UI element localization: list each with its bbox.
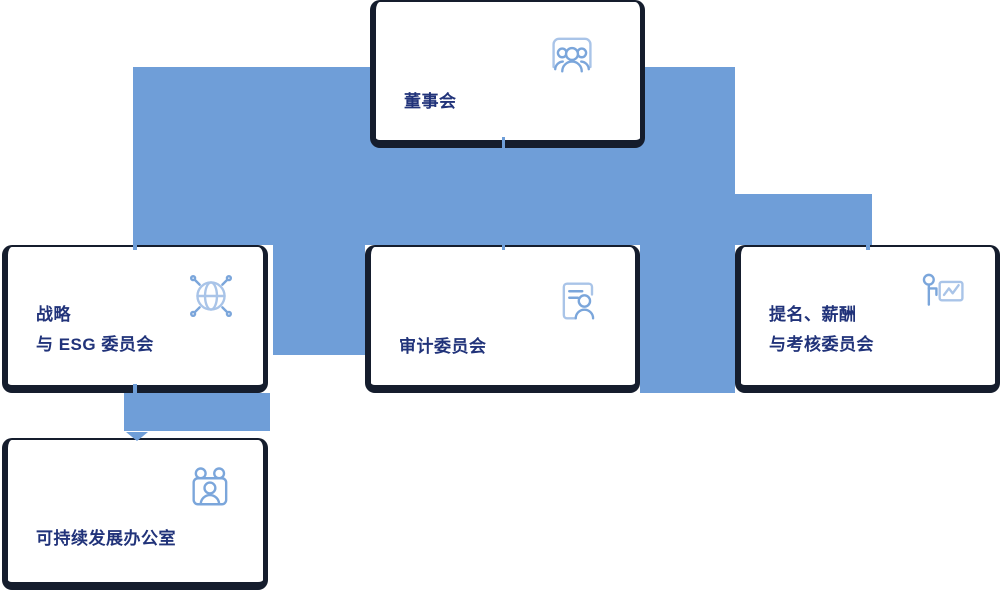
connector-notch-audit-top (502, 244, 505, 250)
card-audit: 审计委员会 (365, 245, 640, 393)
card-strategy-esg: 战略 与 ESG 委员会 (2, 245, 268, 393)
connector-notch-nomination-top (866, 244, 870, 250)
card-nomination: 提名、薪酬 与考核委员会 (735, 245, 1000, 393)
card-audit-label: 审计委员会 (399, 337, 487, 356)
connector-left-middle (273, 245, 365, 355)
connector-notch-strategy-top (133, 244, 137, 250)
card-board-label: 董事会 (404, 92, 457, 111)
card-nomination-label-line1: 提名、薪酬 (769, 305, 857, 324)
people-meeting-icon (546, 28, 598, 80)
team-office-icon (185, 462, 237, 514)
audit-report-icon (553, 275, 605, 327)
connector-office-band (124, 393, 270, 431)
card-office-label: 可持续发展办公室 (36, 529, 176, 548)
connector-arrowhead-icon (126, 432, 148, 441)
card-strategy-label-line2: 与 ESG 委员会 (36, 335, 154, 354)
connector-middle-right (640, 245, 735, 393)
card-board: 董事会 (370, 0, 645, 148)
card-sustainability-office: 可持续发展办公室 (2, 438, 268, 590)
presenter-chart-icon (918, 270, 970, 322)
connector-notch-board-bottom (502, 137, 505, 148)
connector-notch-strategy-bottom (133, 384, 137, 394)
globe-network-icon (185, 270, 237, 322)
connector-right-arm (735, 194, 872, 245)
card-strategy-label-line1: 战略 (36, 305, 71, 324)
card-nomination-label-line2: 与考核委员会 (769, 335, 874, 354)
